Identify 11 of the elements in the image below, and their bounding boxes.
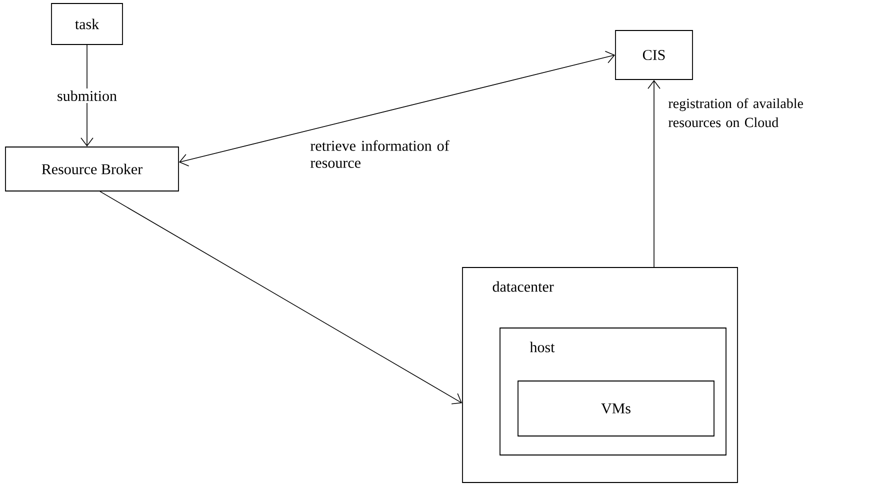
edge-label: registration of available resources on Cloud: [668, 98, 804, 128]
edge-label: submition: [55, 88, 119, 104]
arrow: [80, 44, 94, 147]
box: VMs: [518, 380, 714, 436]
arrow: [100, 191, 462, 404]
arrow: [178, 50, 616, 166]
box: Resource Broker: [5, 146, 179, 192]
box: task: [51, 3, 123, 45]
arrow: [648, 80, 660, 268]
box: CIS: [615, 30, 693, 80]
edge-label: retrieve information of resource: [310, 140, 450, 168]
